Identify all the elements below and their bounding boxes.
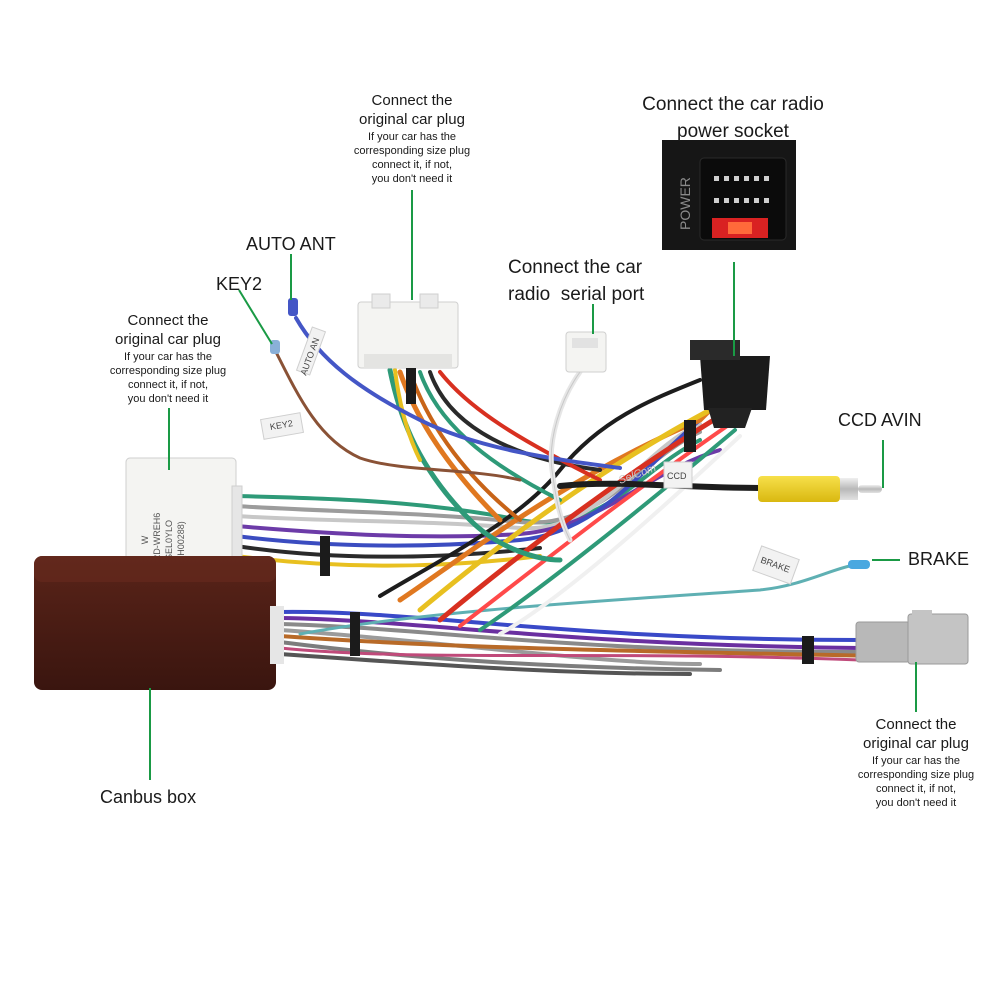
- label-note-line: you don't need it: [127, 393, 209, 406]
- label-note-line: corresponding size plug: [109, 364, 227, 377]
- label-title-line: original car plug: [359, 110, 465, 128]
- label-note-line: corresponding size plug: [353, 144, 471, 157]
- plug-print-line: W: [140, 535, 150, 544]
- label-note-line: If your car has the: [367, 130, 457, 143]
- label-plug-right: Connect the original car plug If your ca…: [842, 716, 990, 811]
- plug-print-line: SEL0YLO: [164, 520, 174, 560]
- label-brake: BRAKE: [908, 549, 970, 569]
- label-line: radio serial port: [508, 283, 645, 305]
- brake-tip: [848, 560, 870, 569]
- wires: [234, 316, 882, 676]
- label-title-line: original car plug: [115, 330, 221, 348]
- label-line: Connect the car radio: [642, 94, 824, 115]
- label-note-line: you don't need it: [875, 797, 957, 810]
- label-line: power socket: [677, 120, 789, 142]
- label-plug-left: Connect the original car plug If your ca…: [94, 312, 242, 407]
- label-line: Connect the car: [508, 257, 643, 278]
- label-note-line: corresponding size plug: [857, 768, 975, 781]
- socket-pins: [714, 176, 769, 203]
- plug-print-line: SRD-WREH6: [152, 513, 162, 568]
- serial-connector: [565, 331, 607, 373]
- label-auto-ant: AUTO ANT: [246, 234, 336, 254]
- label-power-socket: Connect the car radio power socket: [616, 92, 850, 145]
- label-plug-top: Connect the original car plug If your ca…: [338, 92, 486, 187]
- left-plug-print: W SRD-WREH6 SEL0YLO (H00288): [140, 513, 186, 568]
- label-note-line: If your car has the: [123, 350, 213, 363]
- label-ccd-avin: CCD AVIN: [838, 410, 922, 430]
- label-canbus-box: Canbus box: [100, 787, 197, 807]
- canbus-box: [34, 556, 284, 690]
- label-note-line: connect it, if not,: [371, 159, 453, 172]
- ccd-tag: CCD: [667, 471, 687, 481]
- leader-lines: [149, 190, 917, 780]
- auto-ant-tip: [288, 298, 298, 316]
- left-white-plug: [125, 457, 243, 567]
- label-note-line: you don't need it: [371, 173, 453, 186]
- label-title-line: Connect the: [371, 92, 453, 109]
- right-grey-plug: [855, 610, 969, 665]
- label-note-line: connect it, if not,: [127, 379, 209, 392]
- power-socket-photo: [662, 140, 796, 250]
- label-note-line: connect it, if not,: [875, 783, 957, 796]
- rca-plug: [758, 476, 882, 502]
- label-title-line: Connect the: [875, 716, 957, 733]
- cable-ties: [320, 368, 814, 664]
- label-note-line: If your car has the: [871, 754, 961, 767]
- label-title-line: original car plug: [863, 734, 969, 752]
- label-title-line: Connect the: [127, 312, 209, 329]
- top-white-plug: [357, 293, 459, 369]
- key2-tag: KEY2: [269, 418, 293, 432]
- plug-print-line: (H00288): [176, 521, 186, 559]
- power-connector: [690, 340, 770, 428]
- label-key2: KEY2: [216, 274, 263, 294]
- label-serial-port: Connect the car radio serial port: [508, 255, 676, 308]
- socket-print: POWER: [677, 177, 693, 230]
